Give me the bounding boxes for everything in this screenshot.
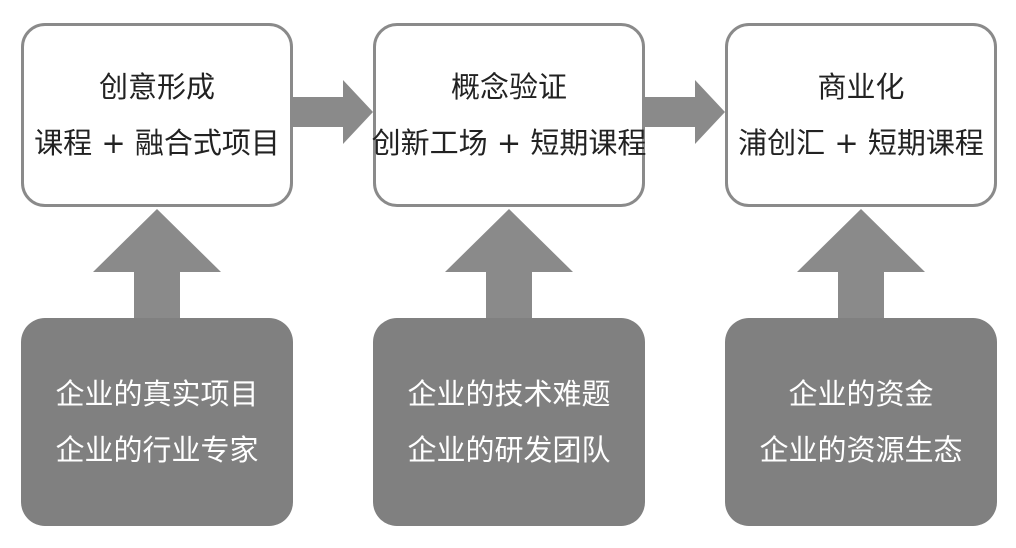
stage-title: 创意形成 — [98, 70, 215, 104]
stage-title: 概念验证 — [450, 70, 567, 104]
resource-line: 企业的真实项目 — [55, 377, 259, 411]
stage-box-commercialization: 商业化 浦创汇 + 短期课程 — [725, 23, 997, 207]
right-arrow-icon — [645, 80, 725, 144]
resource-line: 企业的资金 — [788, 377, 934, 411]
stage-subtitle: 课程 + 融合式项目 — [34, 126, 280, 160]
resource-line: 企业的研发团队 — [407, 433, 611, 467]
resource-line: 企业的行业专家 — [55, 433, 259, 467]
up-arrow-icon — [93, 209, 221, 318]
stage-subtitle: 创新工场 + 短期课程 — [371, 126, 647, 160]
stage-box-idea: 创意形成 课程 + 融合式项目 — [21, 23, 293, 207]
resource-box-projects: 企业的真实项目 企业的行业专家 — [21, 318, 293, 526]
resource-box-rnd: 企业的技术难题 企业的研发团队 — [373, 318, 645, 526]
stage-subtitle: 浦创汇 + 短期课程 — [738, 126, 984, 160]
up-arrow-icon — [445, 209, 573, 318]
resource-box-funding: 企业的资金 企业的资源生态 — [725, 318, 997, 526]
stage-title: 商业化 — [817, 70, 905, 104]
resource-line: 企业的技术难题 — [407, 377, 611, 411]
up-arrow-icon — [797, 209, 925, 318]
stage-box-validation: 概念验证 创新工场 + 短期课程 — [371, 23, 647, 207]
resource-line: 企业的资源生态 — [759, 433, 963, 467]
right-arrow-icon — [293, 80, 373, 144]
